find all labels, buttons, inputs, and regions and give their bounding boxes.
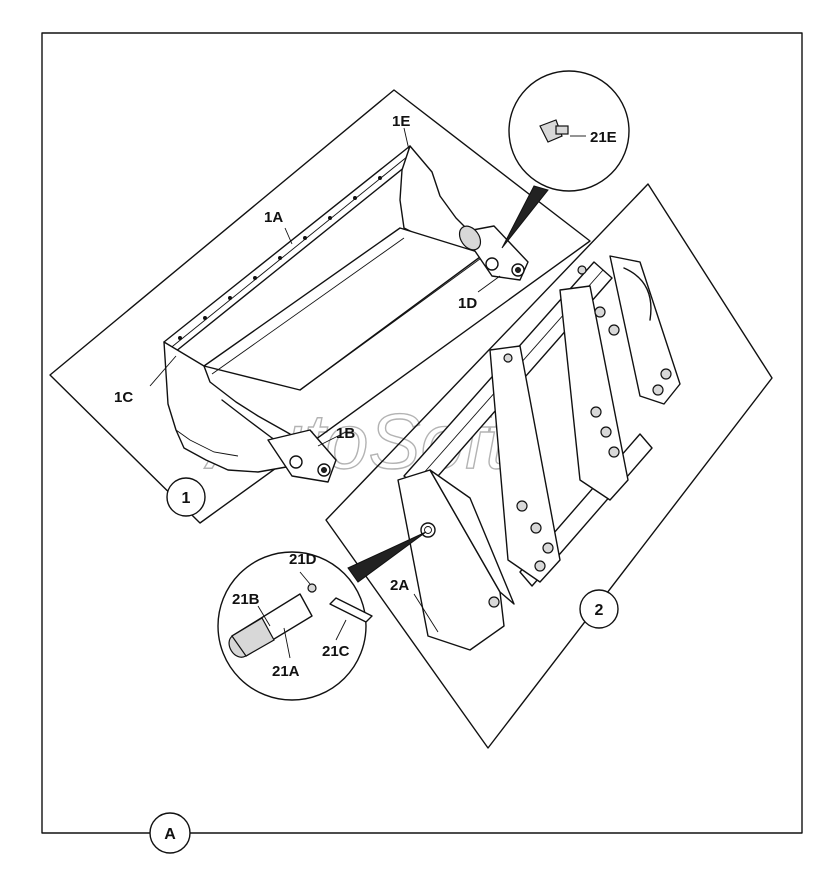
pivot-bracket-1b: [267, 429, 337, 483]
part-label-1b: 1B: [336, 425, 355, 442]
panel-2-frame: 2A 2: [325, 183, 773, 749]
part-label-1e: 1E: [392, 113, 410, 130]
panel-1-bucket: 1A 1B 1C 1D 1E 1: [49, 89, 591, 524]
callout-circle-1: [166, 477, 206, 517]
part-label-21a: 21A: [272, 663, 300, 680]
part-label-21c: 21C: [322, 643, 350, 660]
figure-frame: [41, 32, 803, 834]
callout-circle-2: [579, 589, 619, 629]
panel-2-outline: [325, 183, 773, 749]
part-label-21b: 21B: [232, 591, 260, 608]
grease-nipple-21e: [539, 119, 569, 143]
frame-rear-bracket: [623, 267, 652, 321]
part-label-1d: 1D: [458, 295, 477, 312]
part-label-1a: 1A: [264, 209, 283, 226]
view-label-circle: [149, 812, 191, 854]
callout-number-2: 2: [595, 602, 604, 619]
detail-circle-21: 21D 21B 21A 21C: [217, 531, 427, 701]
bucket-floor: [203, 227, 485, 391]
panel-1-outline: [49, 89, 591, 524]
pivot-bracket-1d: [458, 225, 529, 281]
frame-hinge-plates: [489, 255, 681, 583]
part-label-2a: 2A: [390, 577, 409, 594]
view-label-text: A: [164, 826, 176, 843]
part-label-21e: 21E: [590, 129, 617, 146]
rail-bolt-holes: [178, 176, 382, 340]
callout-number-1: 1: [182, 490, 191, 507]
part-label-1c: 1C: [114, 389, 133, 406]
locking-pin-assembly: [228, 583, 373, 658]
detail-circle-21e: 21E: [501, 70, 630, 249]
part-label-21d: 21D: [289, 551, 317, 568]
